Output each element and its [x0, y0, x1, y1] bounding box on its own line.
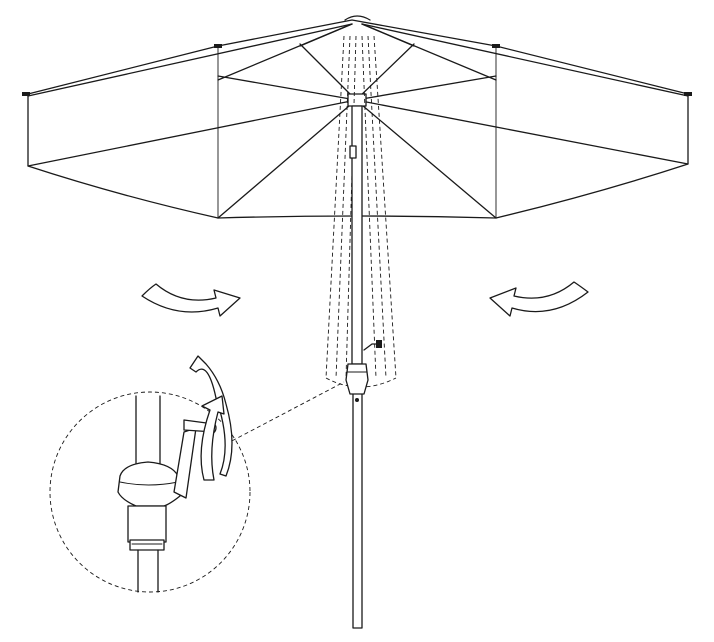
- tilt-button: [349, 145, 357, 159]
- canopy-ribs: [27, 23, 689, 219]
- detail-collar: [127, 505, 167, 543]
- canopy-panel-seams: [217, 45, 497, 219]
- curved-arrow-right: [141, 283, 241, 317]
- canopy-top-outline: [27, 19, 689, 95]
- rib-tips: [22, 44, 692, 96]
- canopy-hub: [347, 93, 367, 107]
- detail-leader: [225, 381, 345, 445]
- curved-arrow-left: [489, 281, 589, 317]
- circular-rotation-arrows: [189, 355, 233, 481]
- detail-pole-upper: [135, 395, 161, 465]
- pole-lower: [352, 391, 363, 629]
- detail-pole-lower: [137, 549, 159, 593]
- crank-housing: [345, 363, 369, 395]
- detail-crank-housing: [117, 461, 181, 507]
- canopy-crown: [344, 15, 371, 21]
- closed-canopy-ghost: [325, 35, 397, 388]
- detail-callout: [49, 355, 345, 593]
- detail-crank-arm: [173, 427, 197, 499]
- pole-upper: [351, 105, 363, 365]
- canopy: [22, 15, 692, 219]
- detail-circle: [49, 391, 251, 593]
- pole: [345, 105, 382, 629]
